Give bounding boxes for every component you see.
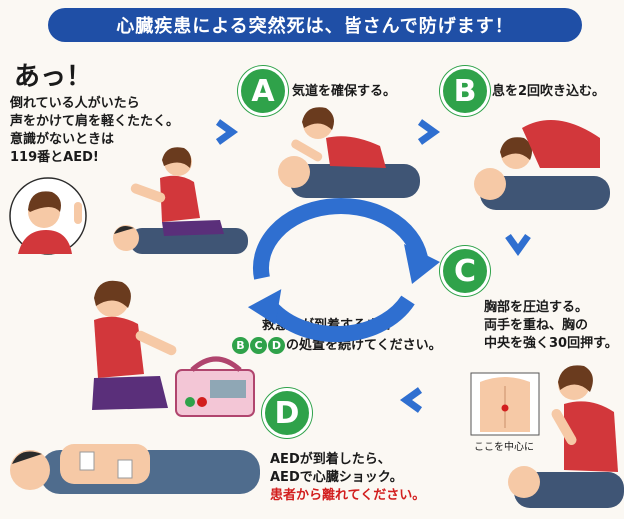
intro-line-1: 倒れている人がいたら (10, 96, 140, 111)
loop-text: の処置を続けてください。 (286, 338, 442, 353)
step-c-badge: C (440, 246, 490, 296)
arrow-left (399, 387, 423, 413)
loop-line-1: 救急車が到着するまで (262, 318, 393, 333)
step-c-line-3: 中央を強く30回押す。 (484, 336, 618, 351)
loop-badge-d: D (268, 337, 285, 354)
intro-exclaim: あっ！ (14, 62, 93, 92)
intro-line-3: 意識がないときは (10, 132, 115, 147)
step-b-text: 息を2回吹き込む。 (492, 84, 606, 99)
arrow-down (505, 233, 531, 257)
step-d-line-2: AEDで心臓ショック。 (270, 470, 403, 485)
step-a-badge: A (238, 66, 288, 116)
aed-rescuer-illustration (92, 280, 177, 410)
step-d-badge: D (262, 388, 312, 438)
step-c-line-1: 胸部を圧迫する。 (484, 300, 589, 315)
airway-illustration (278, 107, 420, 198)
step-d-line-1: AEDが到着したら、 (270, 452, 391, 467)
arrow-right-1 (215, 119, 239, 145)
chest-target-illustration (470, 372, 540, 436)
chest-compression-illustration (508, 365, 624, 508)
aed-device-illustration (175, 356, 255, 417)
step-c-caption: ここを中心に (474, 442, 534, 453)
surprised-person-illustration (9, 177, 87, 255)
rescuer-tapping-illustration (113, 147, 248, 254)
arrow-right-2 (417, 119, 441, 145)
step-d-warning: 患者から離れてください。 (270, 488, 426, 503)
step-b-badge: B (440, 66, 490, 116)
intro-line-2: 声をかけて肩を軽くたたく。 (10, 114, 180, 129)
banner-title: 心臓疾患による突然死は、皆さんで防げます！ (48, 8, 582, 42)
rescue-breath-illustration (474, 120, 610, 210)
intro-line-4: 119番とAED! (10, 150, 99, 165)
loop-badge-b: B (232, 337, 249, 354)
step-c-line-2: 両手を重ね、胸の (484, 318, 589, 333)
aed-victim-illustration (10, 444, 260, 494)
step-a-text: 気道を確保する。 (292, 84, 397, 99)
